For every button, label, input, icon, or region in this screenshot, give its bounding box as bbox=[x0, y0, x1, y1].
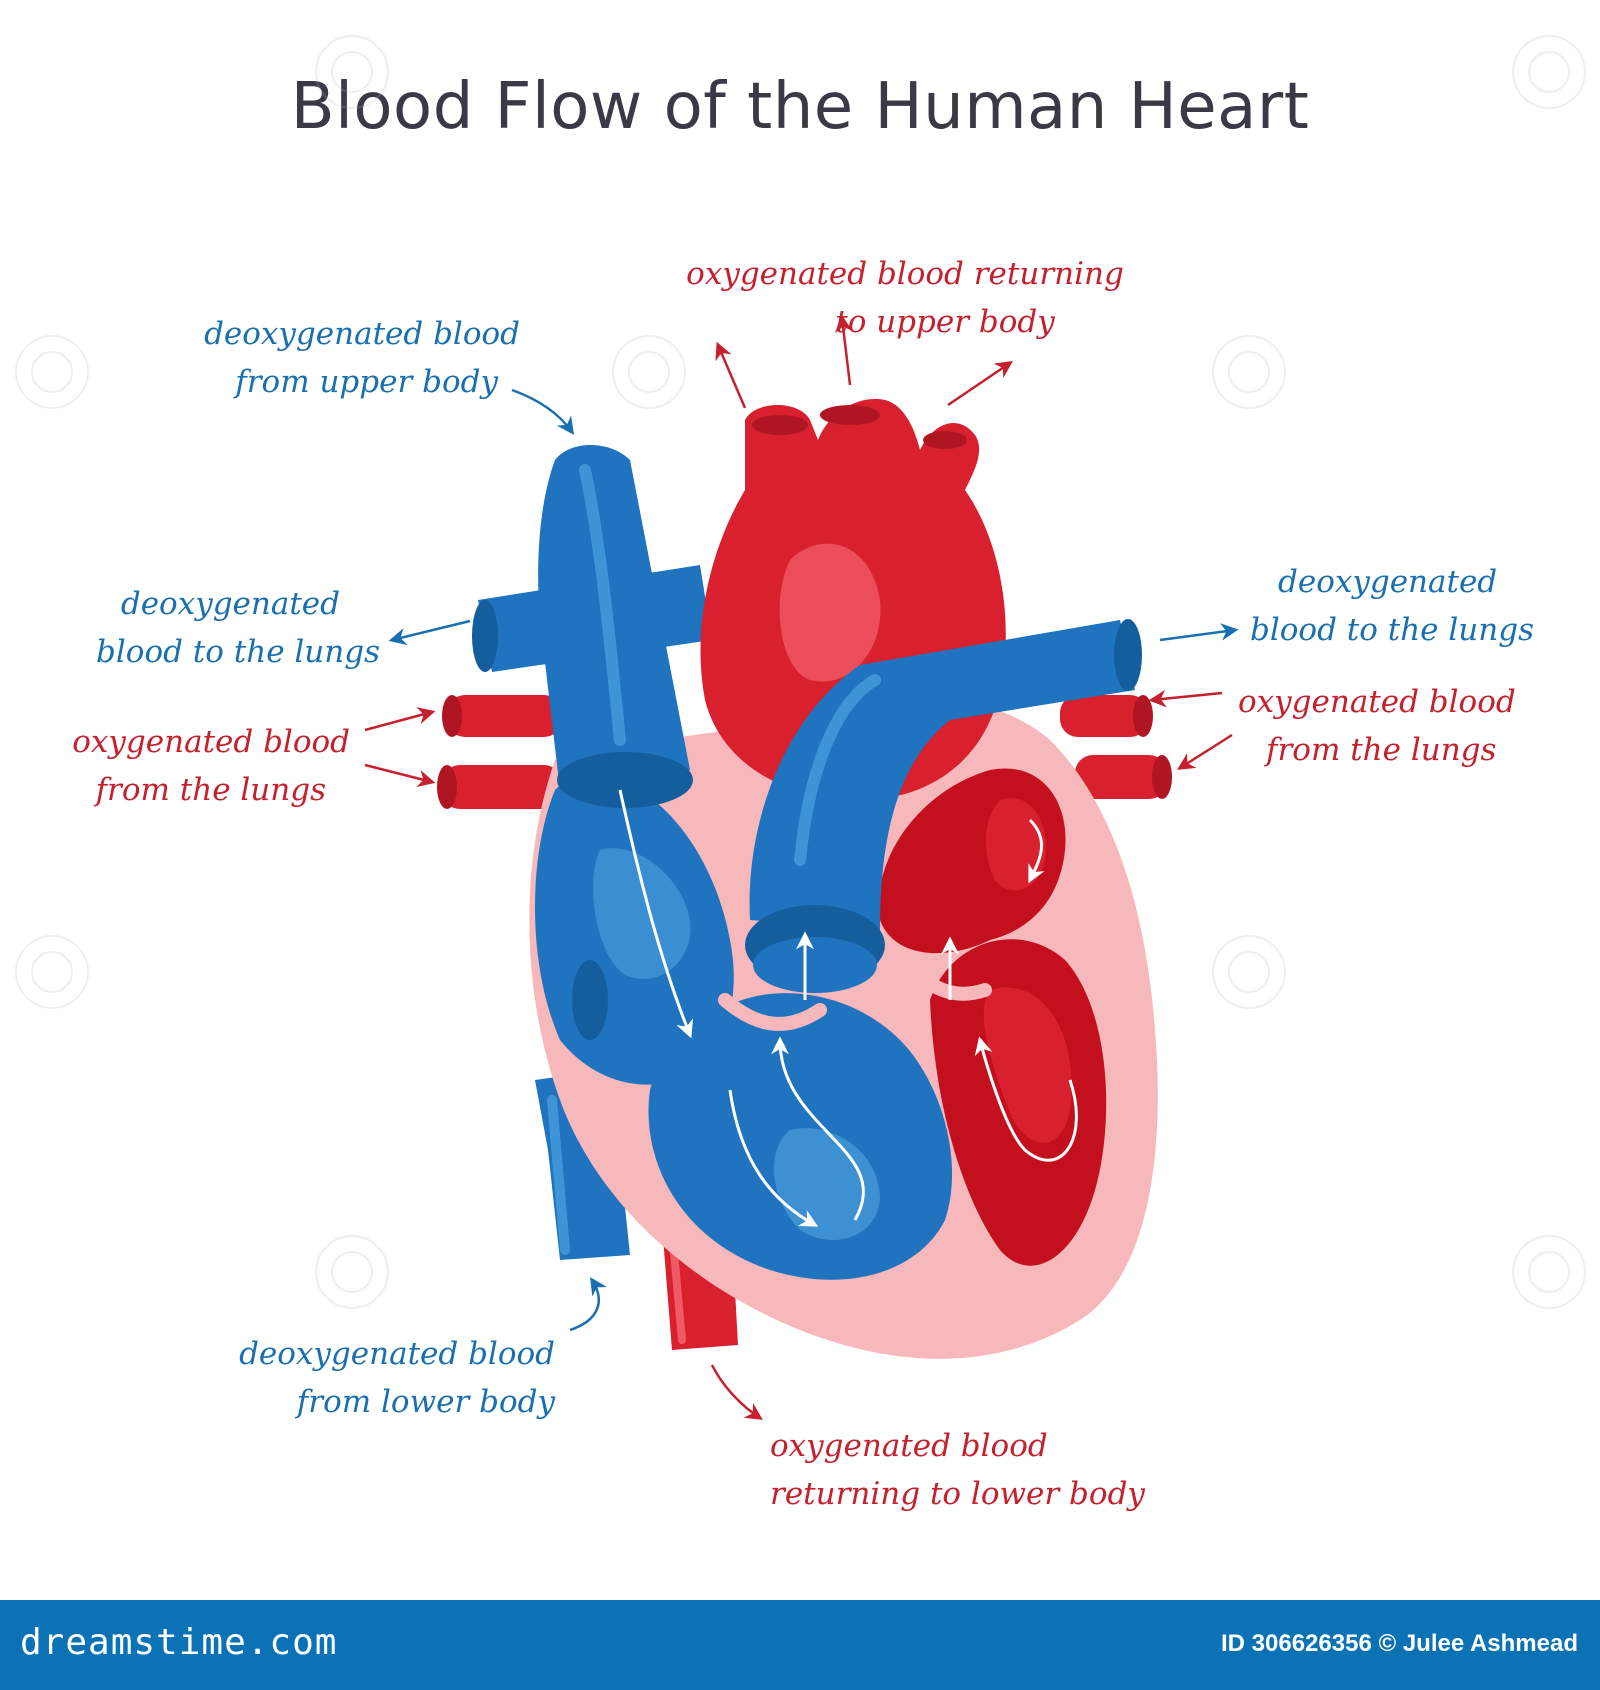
watermark-ring bbox=[315, 1235, 389, 1309]
pulmonary-veins-left bbox=[437, 695, 562, 809]
label-oxygenated-from-lungs-right: oxygenated blood from the lungs bbox=[1238, 678, 1578, 774]
label-line: deoxygenated blood bbox=[239, 1336, 555, 1372]
diagram-title: Blood Flow of the Human Heart bbox=[290, 70, 1310, 144]
label-line: from upper body bbox=[235, 364, 498, 400]
label-line: blood to the lungs bbox=[96, 634, 380, 670]
heart-body bbox=[529, 700, 1158, 1359]
watermark-ring bbox=[15, 335, 89, 409]
label-line: from lower body bbox=[296, 1384, 555, 1420]
label-oxygenated-to-upper-body: oxygenated blood returning to upper body bbox=[670, 250, 1140, 346]
label-line: from the lungs bbox=[1266, 732, 1497, 768]
label-line: oxygenated blood bbox=[770, 1428, 1048, 1464]
label-arrows-blue bbox=[388, 388, 1239, 1332]
watermark-ring bbox=[1512, 35, 1586, 109]
watermark-ring bbox=[1212, 935, 1286, 1009]
footer-bar: dreamstime.com ID 306626356 © Julee Ashm… bbox=[0, 1600, 1600, 1690]
pulmonary-veins-right bbox=[1060, 695, 1172, 799]
label-line: oxygenated blood bbox=[72, 724, 350, 760]
label-line: returning to lower body bbox=[770, 1476, 1145, 1512]
watermark-ring bbox=[612, 335, 686, 409]
watermark-ring bbox=[1212, 335, 1286, 409]
brand-logo[interactable]: dreamstime.com bbox=[20, 1622, 338, 1663]
label-arrows-red bbox=[364, 314, 1233, 1420]
label-line: oxygenated blood bbox=[1238, 684, 1516, 720]
label-line: deoxygenated bbox=[1278, 564, 1498, 600]
label-line: deoxygenated bbox=[120, 586, 340, 622]
label-line: deoxygenated blood bbox=[204, 316, 520, 352]
label-deoxygenated-from-upper-body: deoxygenated blood from upper body bbox=[170, 310, 520, 406]
label-deoxygenated-from-lower-body: deoxygenated blood from lower body bbox=[200, 1330, 555, 1426]
pulmonary-trunk bbox=[745, 619, 1142, 993]
label-oxygenated-from-lungs-left: oxygenated blood from the lungs bbox=[40, 718, 350, 814]
label-deoxygenated-to-lungs-left: deoxygenated blood to the lungs bbox=[60, 580, 380, 676]
label-line: oxygenated blood returning bbox=[686, 256, 1124, 292]
watermark-ring bbox=[1512, 1235, 1586, 1309]
superior-vena-cava bbox=[538, 445, 693, 808]
watermark-ring bbox=[315, 35, 389, 109]
internal-flow-arrows bbox=[618, 789, 1078, 1227]
label-deoxygenated-to-lungs-right: deoxygenated blood to the lungs bbox=[1250, 558, 1580, 654]
image-credit: ID 306626356 © Julee Ashmead bbox=[1221, 1630, 1578, 1657]
label-line: to upper body bbox=[835, 304, 1055, 340]
watermark-ring bbox=[15, 935, 89, 1009]
label-line: from the lungs bbox=[95, 772, 326, 808]
label-oxygenated-to-lower-body: oxygenated blood returning to lower body bbox=[770, 1422, 1190, 1518]
label-line: blood to the lungs bbox=[1250, 612, 1534, 648]
